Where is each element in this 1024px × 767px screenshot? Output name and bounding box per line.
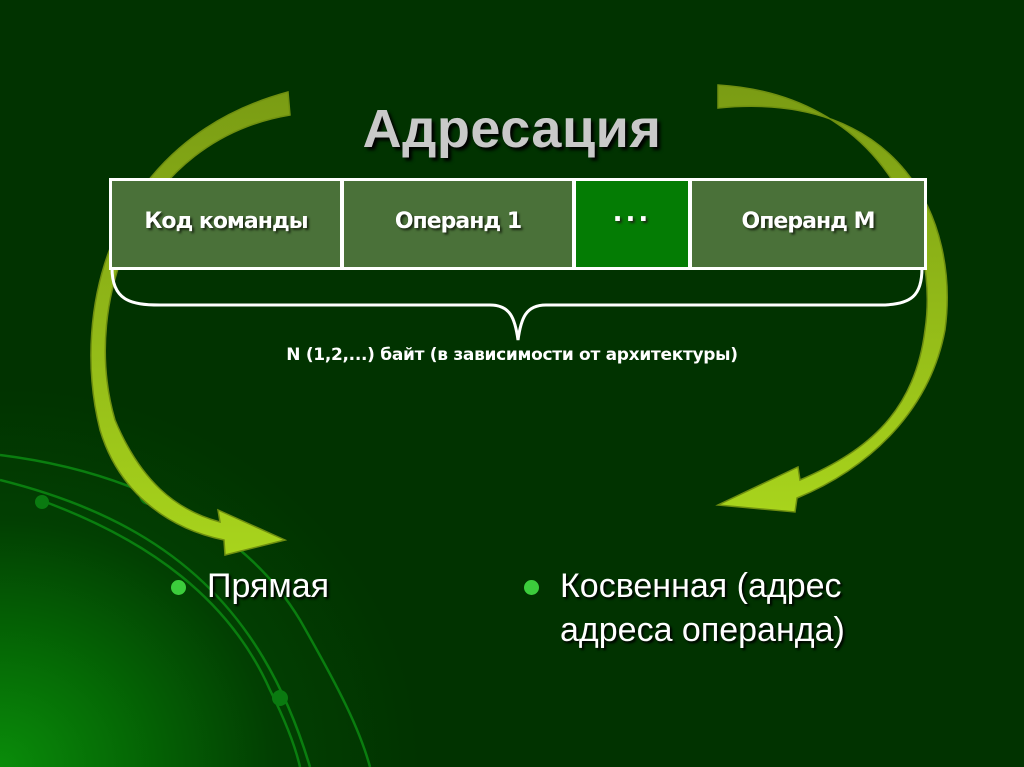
bullet-dot-icon [171, 580, 186, 595]
bullet-text: Прямая [207, 567, 330, 605]
brace-caption: N (1,2,...) байт (в зависимости от архит… [286, 345, 738, 365]
bullet-list-left: Прямая [171, 564, 330, 608]
field-operand-1: Операнд 1 [344, 181, 572, 267]
bullet-indirect: Косвенная (адрес адреса операнда) [524, 564, 920, 652]
left-curved-arrow-icon [90, 91, 291, 556]
bullet-list-right: Косвенная (адрес адреса операнда) [524, 564, 920, 652]
bullet-dot-icon [524, 580, 539, 595]
field-ellipsis: ... [576, 181, 688, 267]
bullet-direct: Прямая [171, 564, 330, 608]
field-operand-m: Операнд M [692, 181, 924, 267]
field-opcode: Код команды [112, 181, 340, 267]
slide-title: Адресация [362, 99, 662, 160]
instruction-format-diagram: Код команды Операнд 1 ... Операнд M [109, 178, 927, 270]
brace-shape [110, 267, 924, 341]
bullet-text: Косвенная (адрес адреса операнда) [560, 567, 845, 649]
